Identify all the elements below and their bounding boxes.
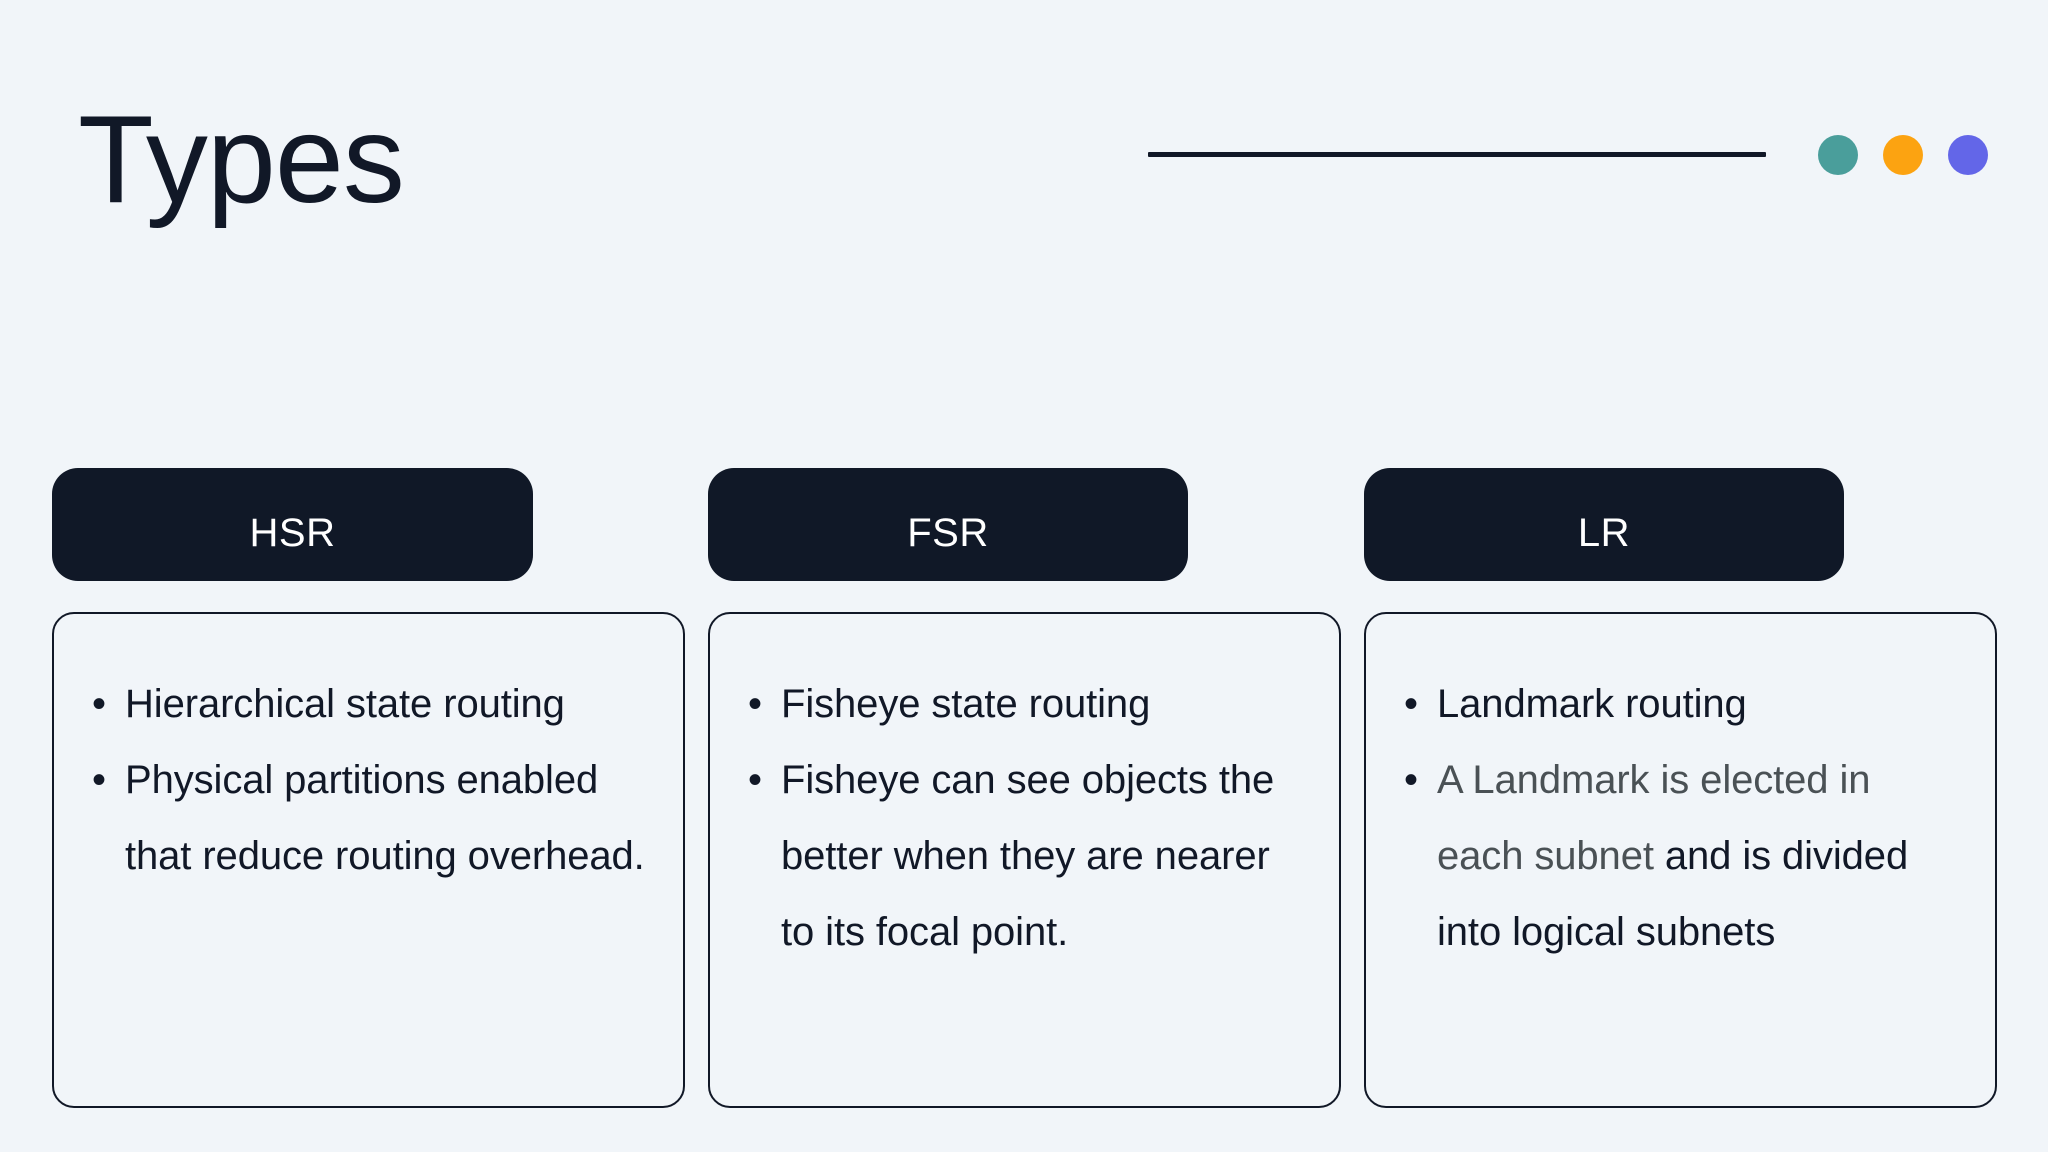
column-card-hsr: Hierarchical state routing Physical part… [52,612,685,1108]
column-header-label: LR [1577,510,1631,555]
column-hsr: HSR Hierarchical state routing Physical … [52,468,685,1108]
list-item: A Landmark is elected in each subnet and… [1400,742,1961,970]
decorative-dots-group [1818,135,1988,175]
list-item: Fisheye state routing [744,666,1305,742]
list-item: Landmark routing [1400,666,1961,742]
text-run: Hierarchical state routing [125,682,565,726]
column-card-fsr: Fisheye state routing Fisheye can see ob… [708,612,1341,1108]
teal-dot [1818,135,1858,175]
column-header-pill-lr[interactable]: LR [1364,468,1844,581]
text-run: Fisheye can see objects the better when … [781,758,1275,954]
list-item: Physical partitions enabled that reduce … [88,742,649,894]
page-title: Types [78,91,405,229]
purple-dot [1948,135,1988,175]
column-header-label: FSR [907,510,989,555]
bullet-list: Hierarchical state routing Physical part… [88,666,649,894]
column-card-lr: Landmark routing A Landmark is elected i… [1364,612,1997,1108]
list-item: Hierarchical state routing [88,666,649,742]
column-header-pill-fsr[interactable]: FSR [708,468,1188,581]
list-item: Fisheye can see objects the better when … [744,742,1305,970]
column-fsr: FSR Fisheye state routing Fisheye can se… [708,468,1341,1108]
column-header-label: HSR [249,510,336,555]
bullet-list: Landmark routing A Landmark is elected i… [1400,666,1961,970]
decorative-rule [1148,152,1766,157]
column-lr: LR Landmark routing A Landmark is electe… [1364,468,1997,1108]
text-run: and is divided into logical subnets [1437,834,1909,954]
muted-text-run: A Landmark is elected in each subnet [1437,758,1871,878]
column-header-pill-hsr[interactable]: HSR [52,468,533,581]
text-run: Landmark routing [1437,682,1747,726]
text-run: Physical partitions enabled that reduce … [125,758,645,878]
bullet-list: Fisheye state routing Fisheye can see ob… [744,666,1305,970]
text-run: Fisheye state routing [781,682,1151,726]
type-columns: HSR Hierarchical state routing Physical … [52,468,1998,1108]
orange-dot [1883,135,1923,175]
